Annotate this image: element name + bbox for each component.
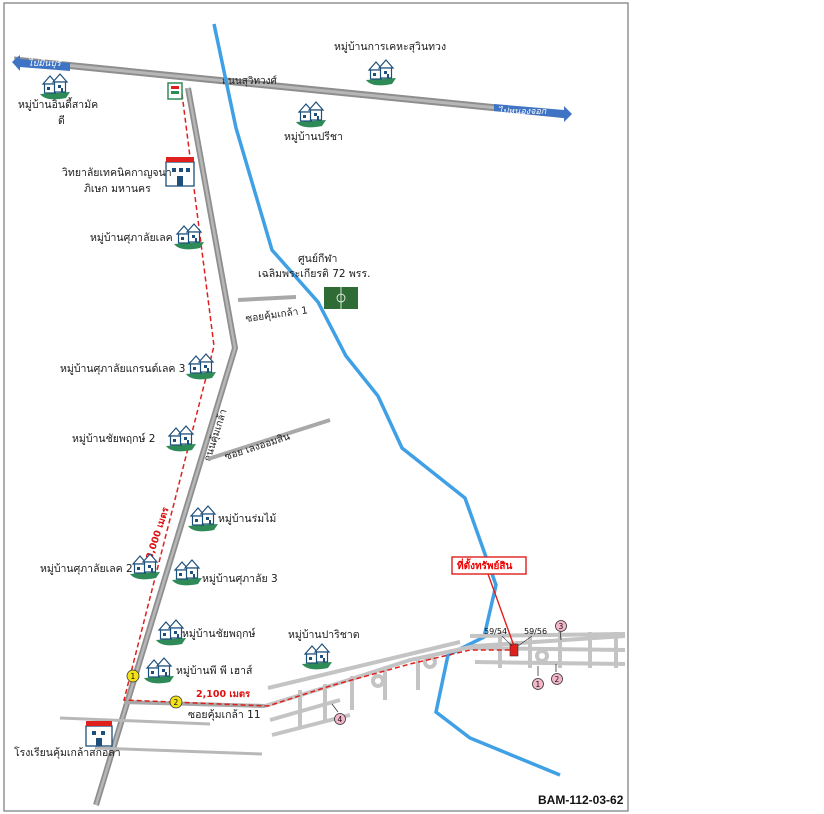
soi-1-label: ซอยคุ้มเกล้า 1: [245, 304, 309, 325]
plot-number-right: 59/56: [524, 627, 547, 636]
label-village-chaiyaphruek: หมู่บ้านชัยพฤกษ์: [182, 627, 256, 640]
sports-center-icon: [324, 287, 358, 309]
house-icon: [173, 223, 205, 250]
east-direction-arrow: ไปหนองจอก: [494, 104, 572, 122]
label-village-supalai: หมู่บ้านศุภาลัยเลค: [90, 232, 173, 244]
soi-lerng-road: [207, 418, 331, 461]
river: [212, 23, 561, 777]
label-village-supalai-3: หมู่บ้านศุภาลัย 3: [202, 573, 278, 585]
label-village-chaiyaphruek-2: หมู่บ้านชัยพฤกษ์ 2: [72, 432, 155, 445]
label-college-2: ภิเษก มหานคร: [84, 183, 151, 195]
svg-text:3: 3: [559, 622, 564, 631]
marker-3-pink: 3: [555, 620, 567, 641]
svg-text:2: 2: [555, 675, 560, 684]
house-icon: [365, 59, 397, 86]
label-village-rommai: หมู่บ้านร่มไม้: [218, 512, 276, 525]
highway: [13, 56, 569, 119]
sports-center-label-2: เฉลิมพระเกียรติ 72 พรร.: [258, 267, 370, 280]
house-icon: [171, 559, 203, 586]
house-icon: [165, 425, 197, 452]
route-line: [123, 85, 512, 707]
marker-2-yellow: 2: [169, 695, 183, 709]
road-south-2: [94, 746, 263, 756]
label-village-supalai-lake2: หมู่บ้านศุภาลัยเลค 2: [40, 563, 133, 575]
west-direction-label: ไปมีนบุรี: [28, 57, 63, 69]
label-college: วิทยาลัยเทคนิคกาญจนา: [62, 167, 172, 179]
school-icon: [85, 721, 113, 747]
property-callout: ที่ตั้งทรัพย์สิน: [451, 556, 527, 647]
property-label: ที่ตั้งทรัพย์สิน: [457, 558, 512, 572]
estate-road-network: [264, 632, 626, 737]
label-village-indy: หมู่บ้านอินดี้สามัค: [18, 97, 98, 111]
document-code: BAM-112-03-62: [538, 793, 624, 807]
svg-text:1: 1: [131, 672, 136, 681]
house-icon: [301, 643, 333, 670]
plot-number-left: 59/54: [484, 627, 507, 636]
distance-vertical: 3,000 เมตร: [144, 505, 171, 561]
highway-label: ถนนสุวิทวงศ์: [222, 75, 278, 87]
store-icon: [167, 82, 183, 100]
marker-1-pink: 1: [532, 666, 544, 690]
soi-1-road: [237, 295, 297, 302]
sports-center-label: ศูนย์กีฬา: [298, 252, 337, 265]
property-plot: [509, 643, 519, 657]
label-school: โรงเรียนคุ้มเกล้าสกอลา: [14, 746, 121, 759]
svg-text:4: 4: [338, 715, 343, 724]
house-icon: [39, 73, 71, 100]
svg-text:2: 2: [174, 698, 179, 707]
label-village-indy-2: ดี: [58, 114, 65, 127]
label-village-supalai-grand: หมู่บ้านศุภาลัยแกรนด์เลค 3: [60, 362, 185, 375]
marker-1-yellow: 1: [126, 669, 140, 683]
road-south-1: [59, 716, 211, 726]
house-icon: [143, 657, 175, 684]
west-direction-arrow: ไปมีนบุรี: [12, 55, 70, 71]
east-direction-label: ไปหนองจอก: [498, 105, 547, 117]
label-village-pricha: หมู่บ้านปรีชา: [284, 130, 343, 143]
label-village-kanlaya: หมู่บ้านการเคหะสุวินทวง: [334, 41, 446, 53]
soi-lerng-label: ซอย เลงออมสิน: [224, 431, 292, 462]
label-village-pp: หมู่บ้านพี พี เฮาส์: [176, 664, 253, 677]
label-village-parichat: หมู่บ้านปาริชาต: [288, 629, 360, 641]
distance-horizontal: 2,100 เมตร: [196, 689, 251, 700]
house-icon: [295, 101, 327, 128]
soi-11-label: ซอยคุ้มเกล้า 11: [188, 709, 261, 721]
marker-2-pink: 2: [551, 664, 563, 685]
house-icon: [187, 505, 219, 532]
map-border: [3, 2, 629, 812]
main-road: [93, 87, 239, 806]
marker-4-pink: 4: [331, 703, 346, 725]
college-icon: [165, 157, 195, 187]
svg-text:1: 1: [536, 680, 541, 689]
